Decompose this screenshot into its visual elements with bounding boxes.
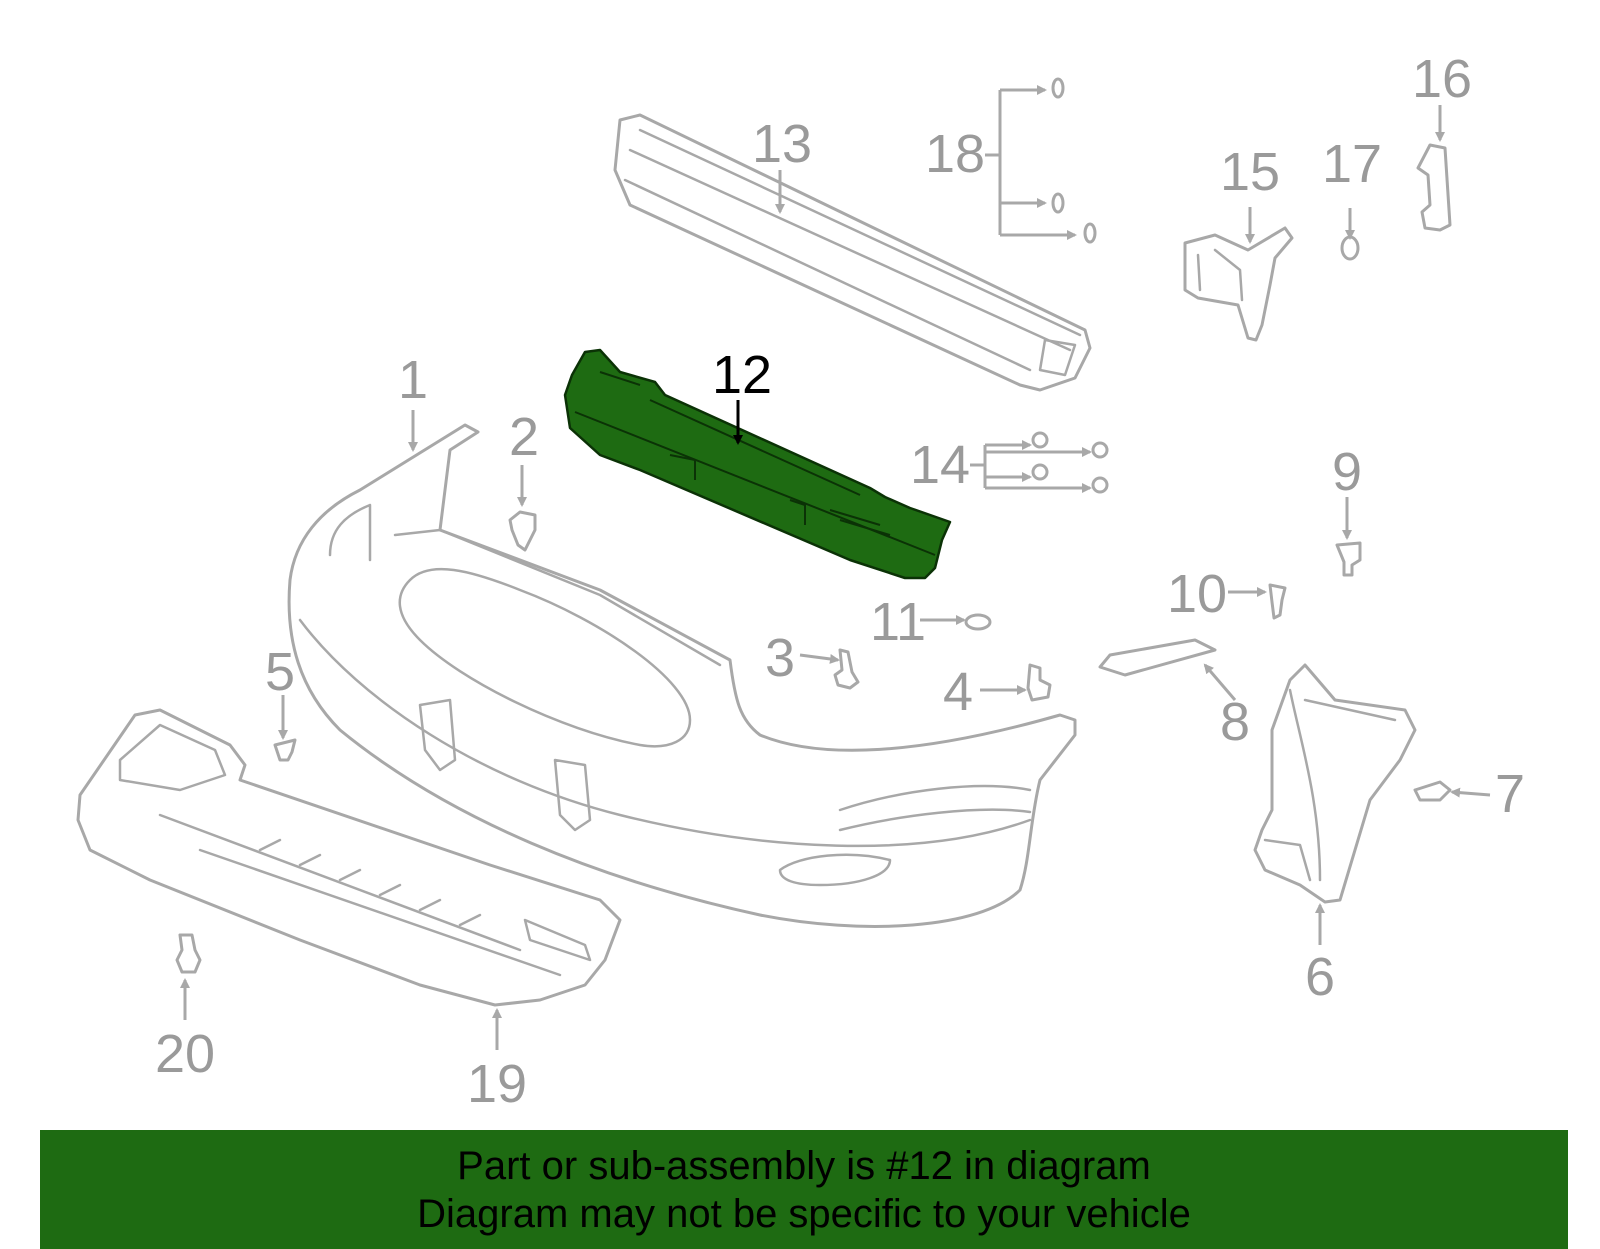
callout-6: 6 — [1305, 947, 1335, 1007]
callout-20: 20 — [155, 1024, 215, 1084]
callout-10: 10 — [1167, 564, 1227, 624]
callout-3: 3 — [765, 628, 795, 688]
callout-15: 15 — [1220, 142, 1280, 202]
fastener-11 — [964, 613, 992, 631]
banner-line-1: Part or sub-assembly is #12 in diagram — [457, 1144, 1151, 1188]
callout-2: 2 — [509, 407, 539, 467]
callout-9: 9 — [1332, 442, 1362, 502]
bumper-cover-part — [287, 423, 1077, 928]
callout-12: 12 — [712, 345, 772, 405]
bracket-8 — [1098, 638, 1217, 677]
bolt-4 — [1026, 663, 1052, 702]
callout-4: 4 — [943, 662, 973, 722]
callout-16: 16 — [1412, 49, 1472, 109]
screw-5 — [273, 738, 297, 762]
energy-absorber-part-12 — [563, 348, 952, 580]
callout-13: 13 — [752, 114, 812, 174]
bolt-set-14 — [970, 431, 1109, 494]
callout-11: 11 — [870, 592, 926, 652]
clip-16 — [1416, 143, 1452, 232]
fender-liner-part — [1253, 663, 1417, 904]
callout-14: 14 — [910, 435, 970, 495]
callout-17: 17 — [1322, 134, 1382, 194]
info-banner: Part or sub-assembly is #12 in diagram D… — [40, 1130, 1568, 1249]
callout-5: 5 — [265, 642, 295, 702]
bolt-10 — [1268, 583, 1287, 620]
callout-19: 19 — [467, 1054, 527, 1114]
push-pin-2 — [508, 510, 537, 552]
banner-line-2: Diagram may not be specific to your vehi… — [417, 1192, 1191, 1236]
nut-9 — [1335, 541, 1362, 577]
parts-diagram: 1 2 3 4 5 6 7 8 9 10 11 12 13 14 15 16 1… — [76, 49, 1525, 1114]
callout-1: 1 — [398, 350, 428, 410]
impact-bar-part — [613, 113, 1092, 392]
callout-7: 7 — [1495, 764, 1525, 824]
bracket-15 — [1183, 226, 1294, 342]
callout-18: 18 — [925, 124, 985, 184]
callout-8: 8 — [1220, 692, 1250, 752]
nut-17 — [1340, 235, 1360, 261]
under-panel-part — [76, 708, 622, 1007]
bolt-set-18 — [985, 77, 1097, 244]
clip-7 — [1413, 780, 1452, 802]
leader-lines — [180, 105, 1491, 1050]
push-pin-20 — [175, 933, 202, 974]
push-pin-3 — [833, 648, 860, 690]
